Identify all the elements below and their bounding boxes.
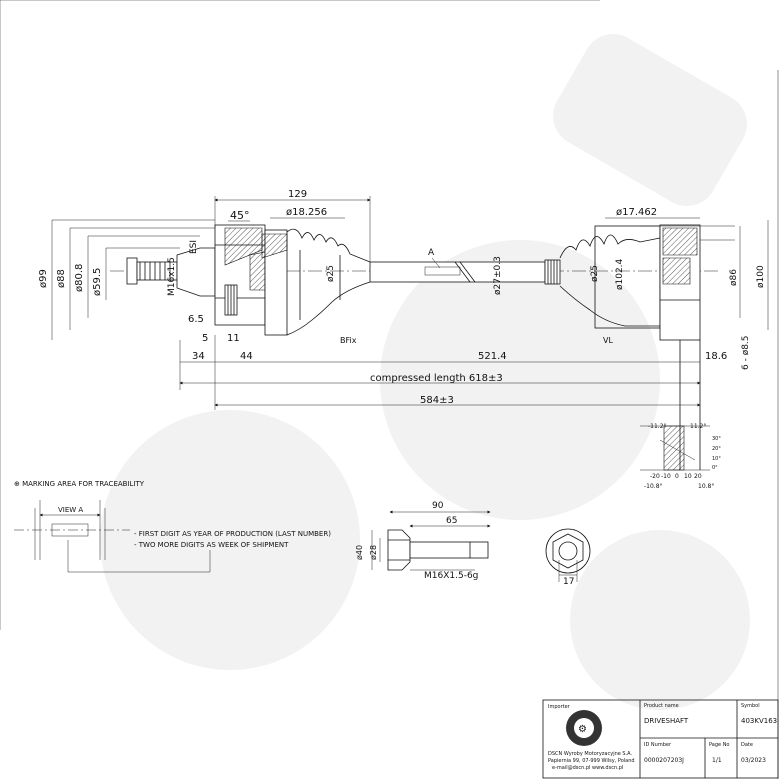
marking-detail: ⊕ MARKING AREA FOR TRACEABILITY VIEW A -… xyxy=(14,480,331,573)
bolt-detail: 90 65 ø40 ø28 M16X1.5-6g 17 xyxy=(355,501,591,587)
dim-d100: ø100 xyxy=(756,265,766,288)
dim-holes: 6 - ø8.5 xyxy=(741,335,751,370)
date-label: Date xyxy=(741,742,753,748)
rscale-0: 30° xyxy=(712,436,721,442)
dim-129: 129 xyxy=(288,189,307,200)
angle-bottom-right: 10.8° xyxy=(698,483,714,490)
marking-area xyxy=(424,266,461,276)
dim-34: 34 xyxy=(192,351,205,362)
bolt-d40: ø40 xyxy=(355,545,364,560)
dim-d25-left: ø25 xyxy=(326,265,336,282)
diameter-dimensions-left: ø99 ø88 ø80.8 ø59.5 M16x1.5 xyxy=(38,219,215,340)
bolt-d28: ø28 xyxy=(369,545,378,560)
shaft-diameters: ø25 ø27±0.3 ø25 ø102.4 ø86 ø100 6 - ø8.5 xyxy=(326,220,769,370)
dim-d59-5: ø59.5 xyxy=(92,268,103,296)
dim-d102-4: ø102.4 xyxy=(615,258,625,290)
symbol-label: Symbol xyxy=(741,703,760,709)
symbol-value: 403KV163 xyxy=(741,717,777,725)
scale-10: 10 xyxy=(684,473,692,480)
angle-top-left: -11.2° xyxy=(648,423,667,430)
title-block: ⚙ Importer DSCN Wyroby Motoryzacyjne S.A… xyxy=(542,699,779,779)
bolt-90: 90 xyxy=(432,501,444,511)
id-number: 0000207203J xyxy=(644,757,684,764)
inner-boot-top xyxy=(559,234,661,259)
page-label: Page No xyxy=(709,742,730,748)
company-line2: Papiernia 99, 07-999 Wilsy, Poland xyxy=(548,758,635,764)
bolt-shank xyxy=(409,541,489,559)
id-number-label: ID Number xyxy=(644,742,672,748)
length-dimensions: 34 44 521.4 18.6 5 11 6.5 compressed len… xyxy=(179,314,727,410)
marking-note1: - FIRST DIGIT AS YEAR OF PRODUCTION (LAS… xyxy=(134,530,331,538)
view-a-label: VIEW A xyxy=(58,506,83,514)
label-vl: VL xyxy=(603,336,613,345)
dim-18-6: 18.6 xyxy=(705,351,727,362)
outer-joint-body xyxy=(264,229,288,336)
date-value: 03/2023 xyxy=(741,757,766,764)
marking-note2: - TWO MORE DIGITS AS WEEK OF SHIPMENT xyxy=(134,541,289,549)
scale-0: 0 xyxy=(675,473,679,480)
company-line3: e-mail@dscn.pl www.dscn.pl xyxy=(552,765,623,771)
scale-20: 20 xyxy=(694,473,702,480)
dim-d27: ø27±0.3 xyxy=(493,256,503,295)
dim-d17-462: ø17.462 xyxy=(616,207,657,218)
label-esi: ESI xyxy=(189,240,199,254)
dim-d80-8: ø80.8 xyxy=(74,264,85,292)
dim-44: 44 xyxy=(240,351,253,362)
label-bfix: BFix xyxy=(340,336,357,345)
dim-11: 11 xyxy=(227,333,240,344)
stub-end xyxy=(126,257,138,285)
product-name: DRIVESHAFT xyxy=(644,717,689,725)
bolt-thread: M16X1.5-6g xyxy=(424,571,478,581)
angle-bottom-left: -10.8° xyxy=(644,483,663,490)
scale-n20: -20 xyxy=(650,473,660,480)
angle-top-right: 11.2° xyxy=(690,423,706,430)
inner-boot-bottom xyxy=(559,285,660,327)
top-dimensions: 129 45° ø18.256 ø17.462 A ESI BFix VL xyxy=(189,189,735,345)
scale-n10: -10 xyxy=(661,473,671,480)
dim-d18-256: ø18.256 xyxy=(286,207,327,218)
importer-label: Importer xyxy=(548,704,571,710)
driveshaft-side-view xyxy=(110,224,720,470)
dim-5: 5 xyxy=(202,333,208,344)
label-a: A xyxy=(428,248,435,258)
outer-boot-top xyxy=(286,228,371,263)
dim-d25-right: ø25 xyxy=(590,265,600,282)
rscale-1: 20° xyxy=(712,446,721,452)
svg-text:⚙: ⚙ xyxy=(578,724,587,735)
watermark-logo xyxy=(100,34,750,710)
dim-angle: 45° xyxy=(230,209,250,222)
dim-6-5: 6.5 xyxy=(188,314,204,325)
bolt-head xyxy=(387,529,411,571)
dim-521: 521.4 xyxy=(478,351,507,362)
dim-m16: M16x1.5 xyxy=(167,257,177,296)
product-name-label: Product name xyxy=(644,703,679,709)
page-value: 1/1 xyxy=(712,757,722,764)
marking-heading: ⊕ MARKING AREA FOR TRACEABILITY xyxy=(14,480,145,488)
dim-compressed: compressed length 618±3 xyxy=(370,373,503,384)
outer-joint-neck xyxy=(176,247,216,297)
dim-total: 584±3 xyxy=(420,395,454,406)
rscale-3: 0° xyxy=(712,465,718,471)
angle-scale: -11.2° 11.2° -10.8° 10.8° -20 -10 0 10 2… xyxy=(640,423,721,490)
rscale-2: 10° xyxy=(712,456,721,462)
dim-d88: ø88 xyxy=(56,269,67,288)
bolt-65: 65 xyxy=(446,516,457,526)
company-line1: DSCN Wyroby Motoryzacyjne S.A. xyxy=(548,751,633,757)
dim-d86: ø86 xyxy=(729,269,739,286)
outer-boot-bottom xyxy=(286,281,371,336)
dim-d99: ø99 xyxy=(38,269,49,288)
nut-17: 17 xyxy=(563,577,574,587)
